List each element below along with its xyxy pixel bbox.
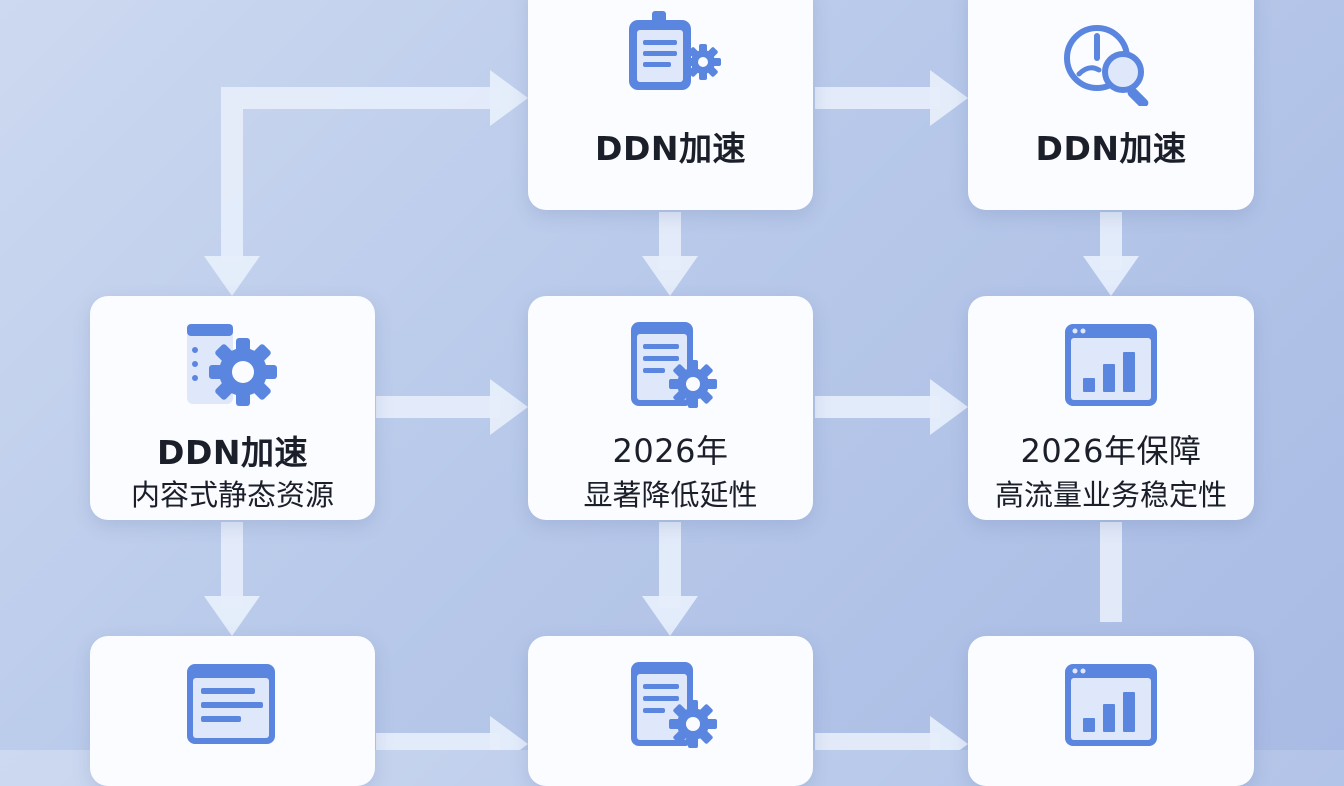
window-list-icon (186, 664, 275, 744)
card-subtitle: 内容式静态资源 (130, 478, 334, 512)
arrowhead-down (204, 596, 260, 636)
arrowhead-right (490, 70, 528, 126)
bar-chart-window-icon (1065, 324, 1157, 406)
card-title: DDN加速 (1035, 129, 1187, 168)
arrowhead-right (930, 716, 968, 750)
arrowhead-down (642, 596, 698, 636)
flow-card: DDN加速 (968, 0, 1254, 210)
card-title: DDN加速 (157, 433, 308, 472)
card-subtitle: 高流量业务稳定性 (994, 478, 1227, 512)
flow-card: 2026年 显著降低延性 (528, 296, 813, 520)
arrowhead-down (642, 256, 698, 296)
arrowhead-down (1083, 256, 1139, 296)
arrowhead-down (204, 256, 260, 296)
bar-chart-window-icon (1065, 664, 1157, 746)
document-gear-icon (630, 662, 717, 748)
arrowhead-right (930, 379, 968, 435)
flow-card: 2026年保障 高流量业务稳定性 (968, 296, 1254, 520)
clipboard-gear-icon (628, 11, 721, 90)
card-title: 2026年保障 (1020, 432, 1202, 470)
arrow-start-to-c1 (221, 87, 500, 262)
arrowhead-right (490, 716, 528, 750)
connector-layer (204, 70, 1139, 750)
arrowhead-right (930, 70, 968, 126)
flow-card: DDN加速 内容式静态资源 (90, 296, 375, 520)
document-gear-icon (630, 322, 717, 408)
flow-card (968, 636, 1254, 786)
flow-diagram: DDN加速 DDN加速 DD (90, 0, 1254, 750)
card-title: DDN加速 (595, 129, 746, 168)
card-subtitle: 显著降低延性 (583, 478, 758, 512)
magnifier-chart-icon (1064, 25, 1149, 106)
flow-card (528, 636, 813, 786)
server-gear-icon (186, 324, 277, 406)
flow-card (90, 636, 375, 786)
flow-card: DDN加速 (528, 0, 813, 210)
arrowhead-right (490, 379, 528, 435)
card-title: 2026年 (612, 432, 729, 470)
